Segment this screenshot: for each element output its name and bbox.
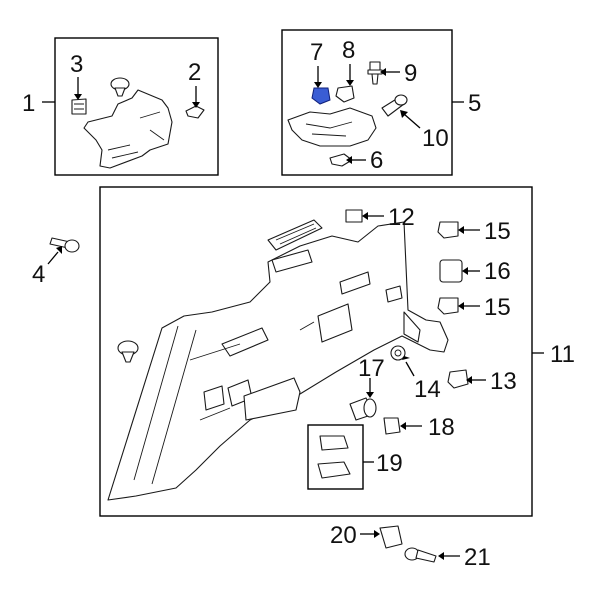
part-6-clip bbox=[329, 153, 353, 167]
part-4-bolt bbox=[49, 237, 80, 253]
callout-20: 20 bbox=[330, 522, 357, 549]
callout-15-upper: 15 bbox=[484, 218, 511, 245]
callout-9: 9 bbox=[404, 60, 417, 87]
callout-16: 16 bbox=[484, 258, 511, 285]
callout-17: 17 bbox=[358, 355, 385, 382]
callout-1: 1 bbox=[22, 90, 35, 117]
part-20-clip bbox=[379, 525, 403, 549]
part-21-bolt bbox=[404, 547, 437, 563]
callout-11: 11 bbox=[550, 341, 575, 368]
callout-15-lower: 15 bbox=[484, 294, 511, 321]
callout-12: 12 bbox=[388, 204, 415, 231]
callout-3: 3 bbox=[70, 51, 83, 78]
callout-7: 7 bbox=[310, 39, 323, 66]
callout-6: 6 bbox=[370, 147, 383, 174]
group-box-5 bbox=[281, 29, 453, 176]
part-11-push-pin bbox=[117, 340, 139, 363]
part-13-clip bbox=[447, 369, 469, 389]
part-11-grille-insert bbox=[267, 219, 323, 251]
part-8-clip bbox=[335, 85, 355, 103]
part-11-quarter-trim-panel bbox=[107, 221, 449, 501]
part-15-clip-lower bbox=[437, 297, 459, 315]
part-7-clip-highlighted bbox=[311, 87, 331, 105]
callout-8: 8 bbox=[342, 37, 355, 64]
part-15-clip-upper bbox=[437, 221, 459, 239]
part-18-clip bbox=[383, 417, 401, 435]
callout-18: 18 bbox=[428, 414, 455, 441]
part-17-pin bbox=[349, 397, 377, 421]
part-12-clip bbox=[345, 209, 363, 223]
callout-13: 13 bbox=[490, 368, 517, 395]
group-box-1 bbox=[54, 37, 219, 176]
part-3-clip bbox=[71, 98, 87, 115]
part-10-screw bbox=[381, 94, 408, 117]
part-5-bracket bbox=[287, 107, 377, 147]
callout-19: 19 bbox=[376, 450, 403, 477]
part-14-grommet bbox=[390, 345, 406, 361]
callout-4: 4 bbox=[32, 261, 45, 288]
callout-2: 2 bbox=[188, 59, 201, 86]
callout-21: 21 bbox=[464, 544, 491, 571]
part-1-trim-panel bbox=[83, 89, 173, 169]
callout-10: 10 bbox=[422, 125, 449, 152]
part-19-clip-lower bbox=[317, 461, 351, 479]
callout-5: 5 bbox=[468, 90, 481, 117]
part-19-clip-upper bbox=[319, 435, 349, 451]
part-2-clip bbox=[185, 105, 205, 119]
part-9-bolt bbox=[367, 61, 383, 85]
part-16-cover bbox=[439, 259, 463, 283]
leader-lines bbox=[42, 64, 544, 560]
group-box-19 bbox=[307, 424, 364, 490]
part-1-push-pin bbox=[110, 77, 130, 97]
group-box-11 bbox=[99, 186, 533, 517]
callout-14: 14 bbox=[414, 376, 441, 403]
